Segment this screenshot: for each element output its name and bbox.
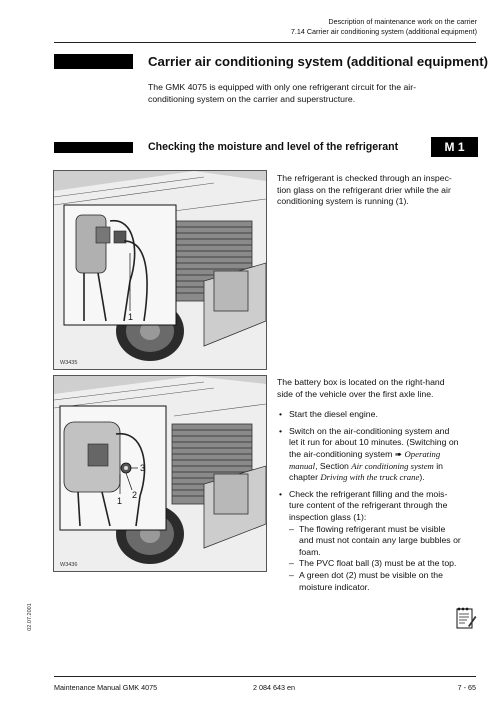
sublist-item: – A green dot (2) must be visible on the… bbox=[289, 570, 482, 593]
step-line: manual, Section Air conditioning system … bbox=[289, 461, 482, 473]
doc-reference: Driving with the truck crane bbox=[320, 472, 420, 483]
text-line: The battery box is located on the right-… bbox=[277, 377, 445, 387]
figure-inspection-glass: 3 1 2 W3436 bbox=[53, 375, 267, 572]
intro-line: conditioning system on the carrier and s… bbox=[148, 93, 356, 104]
step-line: Switch on the air-conditioning system an… bbox=[289, 425, 450, 436]
figure-illustration: 1 bbox=[54, 171, 266, 369]
step-fragment: the air-conditioning system bbox=[289, 448, 393, 459]
dash-glyph: – bbox=[289, 558, 294, 569]
footer-rule bbox=[54, 676, 476, 677]
step-line: ture content of the refrigerant through … bbox=[289, 500, 448, 511]
footer-doc-number: 2 084 643 en bbox=[253, 683, 295, 692]
text-line: The refrigerant is checked through an in… bbox=[277, 173, 452, 183]
doc-reference: Air conditioning system bbox=[351, 460, 434, 471]
notebook-pen-icon bbox=[455, 606, 477, 630]
figure1-caption-text: The refrigerant is checked through an in… bbox=[277, 173, 482, 208]
step-text: Start the diesel engine. bbox=[289, 409, 378, 420]
section-title: Carrier air conditioning system (additio… bbox=[148, 54, 488, 69]
list-item: • Start the diesel engine. bbox=[277, 409, 482, 421]
step-fragment: in bbox=[436, 460, 444, 471]
header-chapter: Description of maintenance work on the c… bbox=[328, 17, 477, 26]
footer-manual-title: Maintenance Manual GMK 4075 bbox=[54, 683, 158, 692]
procedure-list: • Start the diesel engine. • Switch on t… bbox=[277, 409, 482, 593]
text-line: conditioning system is running (1). bbox=[277, 196, 409, 207]
step-line: Check the refrigerant filling and the mo… bbox=[289, 488, 448, 499]
section-intro: The GMK 4075 is equipped with only one r… bbox=[148, 82, 416, 105]
header-rule bbox=[54, 42, 476, 43]
figure-code: W3436 bbox=[60, 562, 78, 568]
figure-code: W3435 bbox=[60, 360, 78, 366]
step-fragment: chapter bbox=[289, 472, 318, 483]
running-header: Description of maintenance work on the c… bbox=[291, 17, 477, 37]
intro-line: The GMK 4075 is equipped with only one r… bbox=[148, 82, 416, 92]
reference-arrow-icon: ➠ bbox=[394, 448, 403, 459]
maintenance-code-badge: M 1 bbox=[431, 137, 478, 157]
list-item: • Check the refrigerant filling and the … bbox=[277, 489, 482, 593]
check-sublist: – The flowing refrigerant must be visibl… bbox=[289, 524, 482, 594]
step-line: chapter Driving with the truck crane). bbox=[289, 472, 482, 484]
subsection-title: Checking the moisture and level of the r… bbox=[148, 141, 399, 153]
figure-illustration: 3 1 2 bbox=[54, 376, 266, 571]
text-line: side of the vehicle over the first axle … bbox=[277, 388, 434, 399]
callout-2: 2 bbox=[132, 490, 137, 500]
figure-refrigerant-drier: 1 W3435 bbox=[53, 170, 267, 370]
sub-line: and must not contain any large bubbles o… bbox=[299, 535, 461, 546]
list-item: • Switch on the air-conditioning system … bbox=[277, 426, 482, 484]
page-number: 7 - 65 bbox=[457, 683, 476, 692]
dash-glyph: – bbox=[289, 523, 294, 534]
bullet-glyph: • bbox=[279, 425, 283, 436]
callout-1: 1 bbox=[128, 312, 133, 322]
sublist-item: – The PVC float ball (3) must be at the … bbox=[289, 558, 482, 570]
sub-line: The PVC float ball (3) must be at the to… bbox=[299, 558, 457, 569]
sub-line: The flowing refrigerant must be visible bbox=[299, 523, 446, 534]
step-fragment: , Section bbox=[315, 460, 349, 471]
doc-reference: manual bbox=[289, 460, 316, 471]
figure2-text: The battery box is located on the right-… bbox=[277, 377, 482, 598]
text-line: tion glass on the refrigerant drier whil… bbox=[277, 184, 451, 195]
step-line: the air-conditioning system ➠ Operating bbox=[289, 449, 482, 461]
step-line: inspection glass (1): bbox=[289, 511, 367, 522]
subsection-marker-bar bbox=[54, 142, 133, 153]
doc-reference: Operating bbox=[404, 448, 441, 459]
step-line: let it run for about 10 minutes. (Switch… bbox=[289, 437, 459, 448]
bullet-glyph: • bbox=[279, 488, 283, 499]
sub-line: A green dot (2) must be visible on the bbox=[299, 569, 443, 580]
sub-line: moisture indicator. bbox=[299, 581, 370, 592]
header-section: 7.14 Carrier air conditioning system (ad… bbox=[290, 27, 477, 36]
bullet-glyph: • bbox=[279, 409, 283, 420]
revision-date: 02.07.2001 bbox=[27, 603, 33, 631]
callout-1: 1 bbox=[117, 496, 122, 506]
sub-line: foam. bbox=[299, 546, 321, 557]
sublist-item: – The flowing refrigerant must be visibl… bbox=[289, 524, 482, 559]
callout-3: 3 bbox=[140, 463, 145, 473]
dash-glyph: – bbox=[289, 569, 294, 580]
step-fragment: ). bbox=[419, 472, 425, 483]
section-marker-bar bbox=[54, 54, 133, 69]
